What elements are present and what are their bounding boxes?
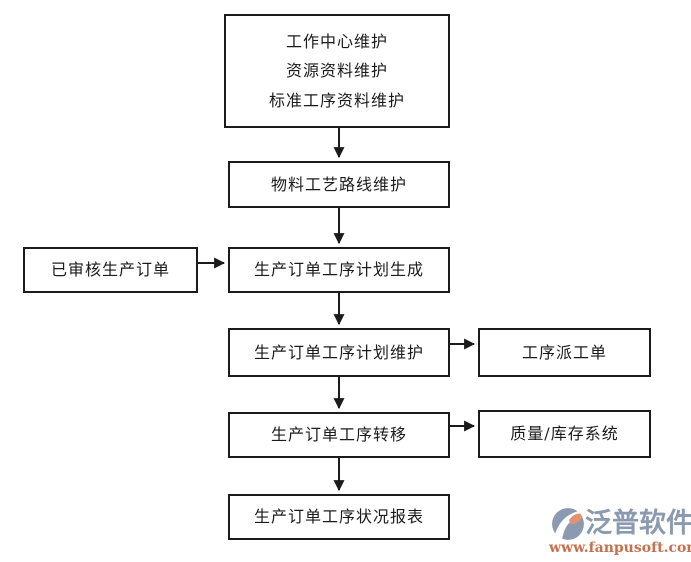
fanpu-logo-url: www.fanpusoft.com <box>549 540 691 556</box>
node-material-routing-maintenance: 物料工艺路线维护 <box>228 161 450 208</box>
node-label: 生产订单工序状况报表 <box>253 507 424 527</box>
node-line: 标准工序资料维护 <box>268 90 405 110</box>
node-label: 已审核生产订单 <box>50 260 170 280</box>
node-label: 生产订单工序计划生成 <box>253 260 424 280</box>
node-label: 质量/库存系统 <box>510 424 619 444</box>
node-line: 工作中心维护 <box>285 31 388 51</box>
node-operation-dispatch-order: 工序派工单 <box>478 328 651 377</box>
node-label: 物料工艺路线维护 <box>270 174 407 194</box>
fanpu-logo-text: 泛普软件 <box>585 508 691 539</box>
node-label: 生产订单工序计划维护 <box>253 342 424 362</box>
node-operation-plan-maintenance: 生产订单工序计划维护 <box>228 328 450 377</box>
node-label: 工序派工单 <box>521 342 607 362</box>
node-operation-status-report: 生产订单工序状况报表 <box>228 494 450 540</box>
node-quality-inventory-system: 质量/库存系统 <box>478 410 651 458</box>
fanpu-swirl-icon <box>552 508 584 540</box>
node-approved-production-order: 已审核生产订单 <box>23 247 198 293</box>
node-line: 资源资料维护 <box>285 61 388 81</box>
node-operation-plan-generation: 生产订单工序计划生成 <box>228 247 450 293</box>
node-master-data-maintenance: 工作中心维护 资源资料维护 标准工序资料维护 <box>224 14 450 128</box>
node-operation-transfer: 生产订单工序转移 <box>228 412 450 458</box>
fanpu-logo: 泛普软件 www.fanpusoft.com <box>549 504 691 556</box>
node-label: 生产订单工序转移 <box>270 425 407 445</box>
